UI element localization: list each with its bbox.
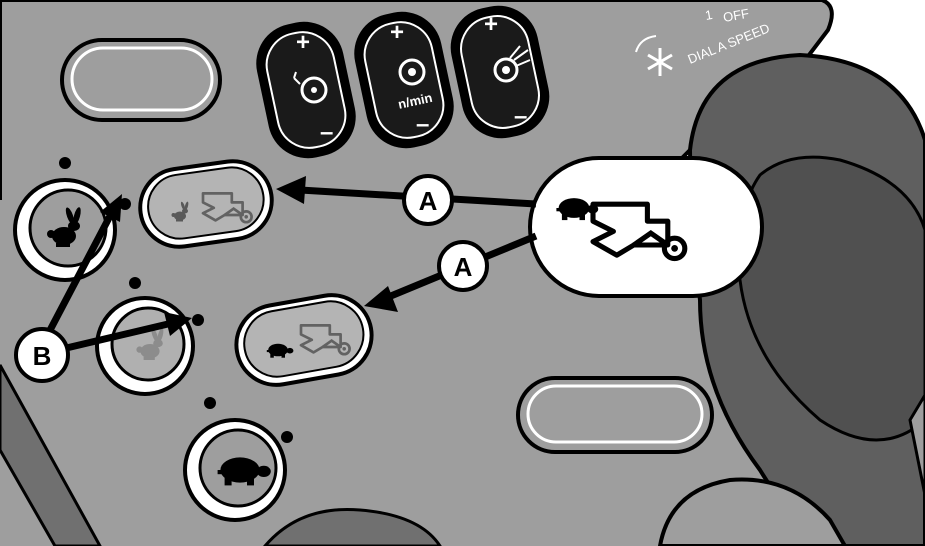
turtle-button[interactable] bbox=[183, 418, 287, 522]
rotate-arrow-icon bbox=[635, 35, 657, 53]
blank-button-bottom[interactable] bbox=[516, 376, 714, 454]
rocker-switch-rotor[interactable]: + – n/min bbox=[347, 4, 461, 155]
callout-a-upper: A bbox=[402, 174, 454, 226]
rotor-speed-icon bbox=[398, 58, 426, 86]
rocker-rotor-plus: + bbox=[390, 19, 404, 46]
rocker-switch-fan[interactable]: + – bbox=[443, 0, 557, 146]
callout-a-lower-label: A bbox=[454, 252, 473, 282]
rocker-fan-plus: + bbox=[484, 11, 498, 38]
fan-speed-icon bbox=[493, 45, 531, 83]
blank-button-top[interactable] bbox=[60, 38, 222, 122]
rocker-reel-plus: + bbox=[296, 29, 310, 56]
rocker-rotor-minus: – bbox=[416, 111, 429, 138]
panel-left-edge-strip bbox=[0, 364, 102, 546]
callout-a-upper-label: A bbox=[419, 186, 438, 216]
callout-arrows bbox=[44, 176, 538, 354]
indicator-dots bbox=[59, 157, 293, 443]
snowflake-icon bbox=[647, 48, 673, 76]
joystick-edge bbox=[908, 392, 925, 496]
rocker-fan-minus: – bbox=[514, 103, 527, 130]
panel-bottom-recess bbox=[263, 507, 442, 546]
reel-speed-icon bbox=[293, 71, 328, 104]
off-label: OFF bbox=[722, 6, 750, 25]
turtle-combine-set-button[interactable] bbox=[230, 289, 378, 391]
rocker-switch-reel[interactable]: + – bbox=[249, 14, 363, 165]
middle-speed-button[interactable] bbox=[95, 296, 195, 396]
rabbit-combine-set-button[interactable] bbox=[135, 156, 277, 252]
enlarged-combine-set-button bbox=[528, 156, 764, 298]
off-number: 1 bbox=[704, 7, 714, 23]
callout-b-label: B bbox=[33, 341, 52, 371]
callout-b: B bbox=[14, 327, 70, 383]
panel-lower-right-lobe bbox=[657, 477, 848, 546]
callout-a-lower: A bbox=[437, 240, 489, 292]
rocker-reel-minus: – bbox=[320, 119, 333, 146]
rotor-unit-label: n/min bbox=[397, 90, 434, 112]
